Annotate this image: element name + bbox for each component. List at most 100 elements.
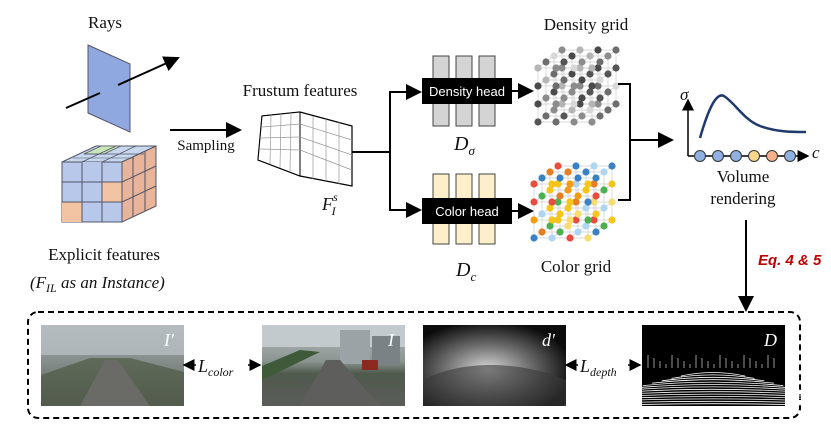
ground-truth-image-tag: I: [387, 330, 395, 350]
lidar-scan-line: [623, 386, 803, 391]
grid-point: [592, 174, 600, 182]
grid-point: [558, 64, 566, 72]
grid-point: [594, 64, 602, 72]
rays-label: Rays: [88, 13, 122, 32]
grid-point: [576, 100, 584, 108]
grid-point: [548, 180, 556, 188]
grid-point: [550, 52, 558, 60]
grid-point: [586, 70, 594, 78]
grid-point: [552, 100, 560, 108]
grid-point: [600, 204, 608, 212]
grid-point: [556, 192, 564, 200]
grid-point: [596, 112, 604, 120]
grid-point: [600, 222, 608, 230]
rendered-image-tag: I′: [163, 330, 175, 350]
eq-label: Eq. 4 & 5: [758, 252, 822, 269]
grid-point: [594, 100, 602, 108]
supervision-box: [27, 311, 801, 419]
grid-point: [584, 216, 592, 224]
grid-point: [534, 118, 542, 126]
grid-point: [578, 58, 586, 66]
grid-point: [556, 228, 564, 236]
explicit-features-label: Explicit features: [48, 245, 160, 264]
lidar-scan-line: [632, 384, 794, 389]
grid-point: [608, 180, 616, 188]
grid-point: [538, 174, 546, 182]
grid-point: [596, 94, 604, 102]
lidar-scan-line: [604, 391, 822, 396]
grid-point: [608, 162, 616, 170]
grid-point: [534, 100, 542, 108]
rendered-image-thumb: I′: [41, 325, 184, 406]
color-grid-label: Color grid: [541, 257, 612, 276]
grid-point: [612, 46, 620, 54]
lidar-scan-line: [556, 403, 831, 408]
rendered-depth-thumb: d′: [423, 325, 566, 406]
grid-point: [546, 186, 554, 194]
lidar-depth-thumb: D: [556, 325, 831, 408]
grid-point: [600, 186, 608, 194]
lidar-scan-line: [613, 388, 813, 394]
grid-point: [588, 82, 596, 90]
grid-point: [582, 186, 590, 194]
grid-point: [538, 192, 546, 200]
grid-point: [552, 64, 560, 72]
grid-point: [564, 186, 572, 194]
lidar-scan-line: [584, 396, 831, 401]
grid-point: [582, 204, 590, 212]
grid-point: [588, 64, 596, 72]
grid-point: [570, 82, 578, 90]
grid-point: [554, 198, 562, 206]
grid-point: [534, 64, 542, 72]
grid-point: [538, 228, 546, 236]
grid-point: [550, 88, 558, 96]
ray-plane-icon: [65, 44, 180, 133]
lidar-depth-tag: D: [763, 330, 777, 350]
loss-color-label: Lcolor: [197, 356, 234, 379]
color-grid-icon: [530, 162, 616, 242]
density-curve: [698, 94, 807, 139]
grid-point: [568, 52, 576, 60]
grid-point: [570, 118, 578, 126]
grid-point: [590, 198, 598, 206]
density-head-block: Density head: [422, 55, 512, 127]
grid-point: [604, 88, 612, 96]
grid-point: [548, 198, 556, 206]
grid-point: [590, 180, 598, 188]
grid-point: [608, 198, 616, 206]
grid-point: [542, 58, 550, 66]
grid-point: [564, 168, 572, 176]
grid-point: [584, 198, 592, 206]
grid-point: [586, 106, 594, 114]
grid-point: [564, 222, 572, 230]
grid-point: [534, 82, 542, 90]
grid-point: [552, 118, 560, 126]
grid-point: [558, 46, 566, 54]
grid-point: [574, 210, 582, 218]
volume-rendering-plot: σ c: [680, 85, 820, 162]
grid-point: [566, 234, 574, 242]
grid-point: [572, 216, 580, 224]
grid-point: [530, 198, 538, 206]
grid-point: [560, 112, 568, 120]
explicit-feature-cube-icon: [61, 145, 157, 223]
grid-point: [568, 88, 576, 96]
color-head-block: Color head: [422, 173, 512, 245]
grid-point: [542, 94, 550, 102]
density-grid-label: Density grid: [544, 15, 629, 34]
grid-point: [590, 162, 598, 170]
ground-truth-image-thumb: I: [262, 325, 405, 406]
loss-depth-label: Ldepth: [579, 356, 617, 379]
grid-point: [582, 168, 590, 176]
grid-point: [568, 70, 576, 78]
grid-point: [560, 94, 568, 102]
grid-point: [546, 222, 554, 230]
frustum-label: Frustum features: [243, 81, 358, 100]
grid-point: [568, 106, 576, 114]
sigma-axis-label: σ: [680, 85, 689, 104]
split-connector: [352, 84, 422, 218]
grid-point: [564, 204, 572, 212]
grid-point: [542, 76, 550, 84]
rendered-depth-tag: d′: [542, 330, 556, 350]
